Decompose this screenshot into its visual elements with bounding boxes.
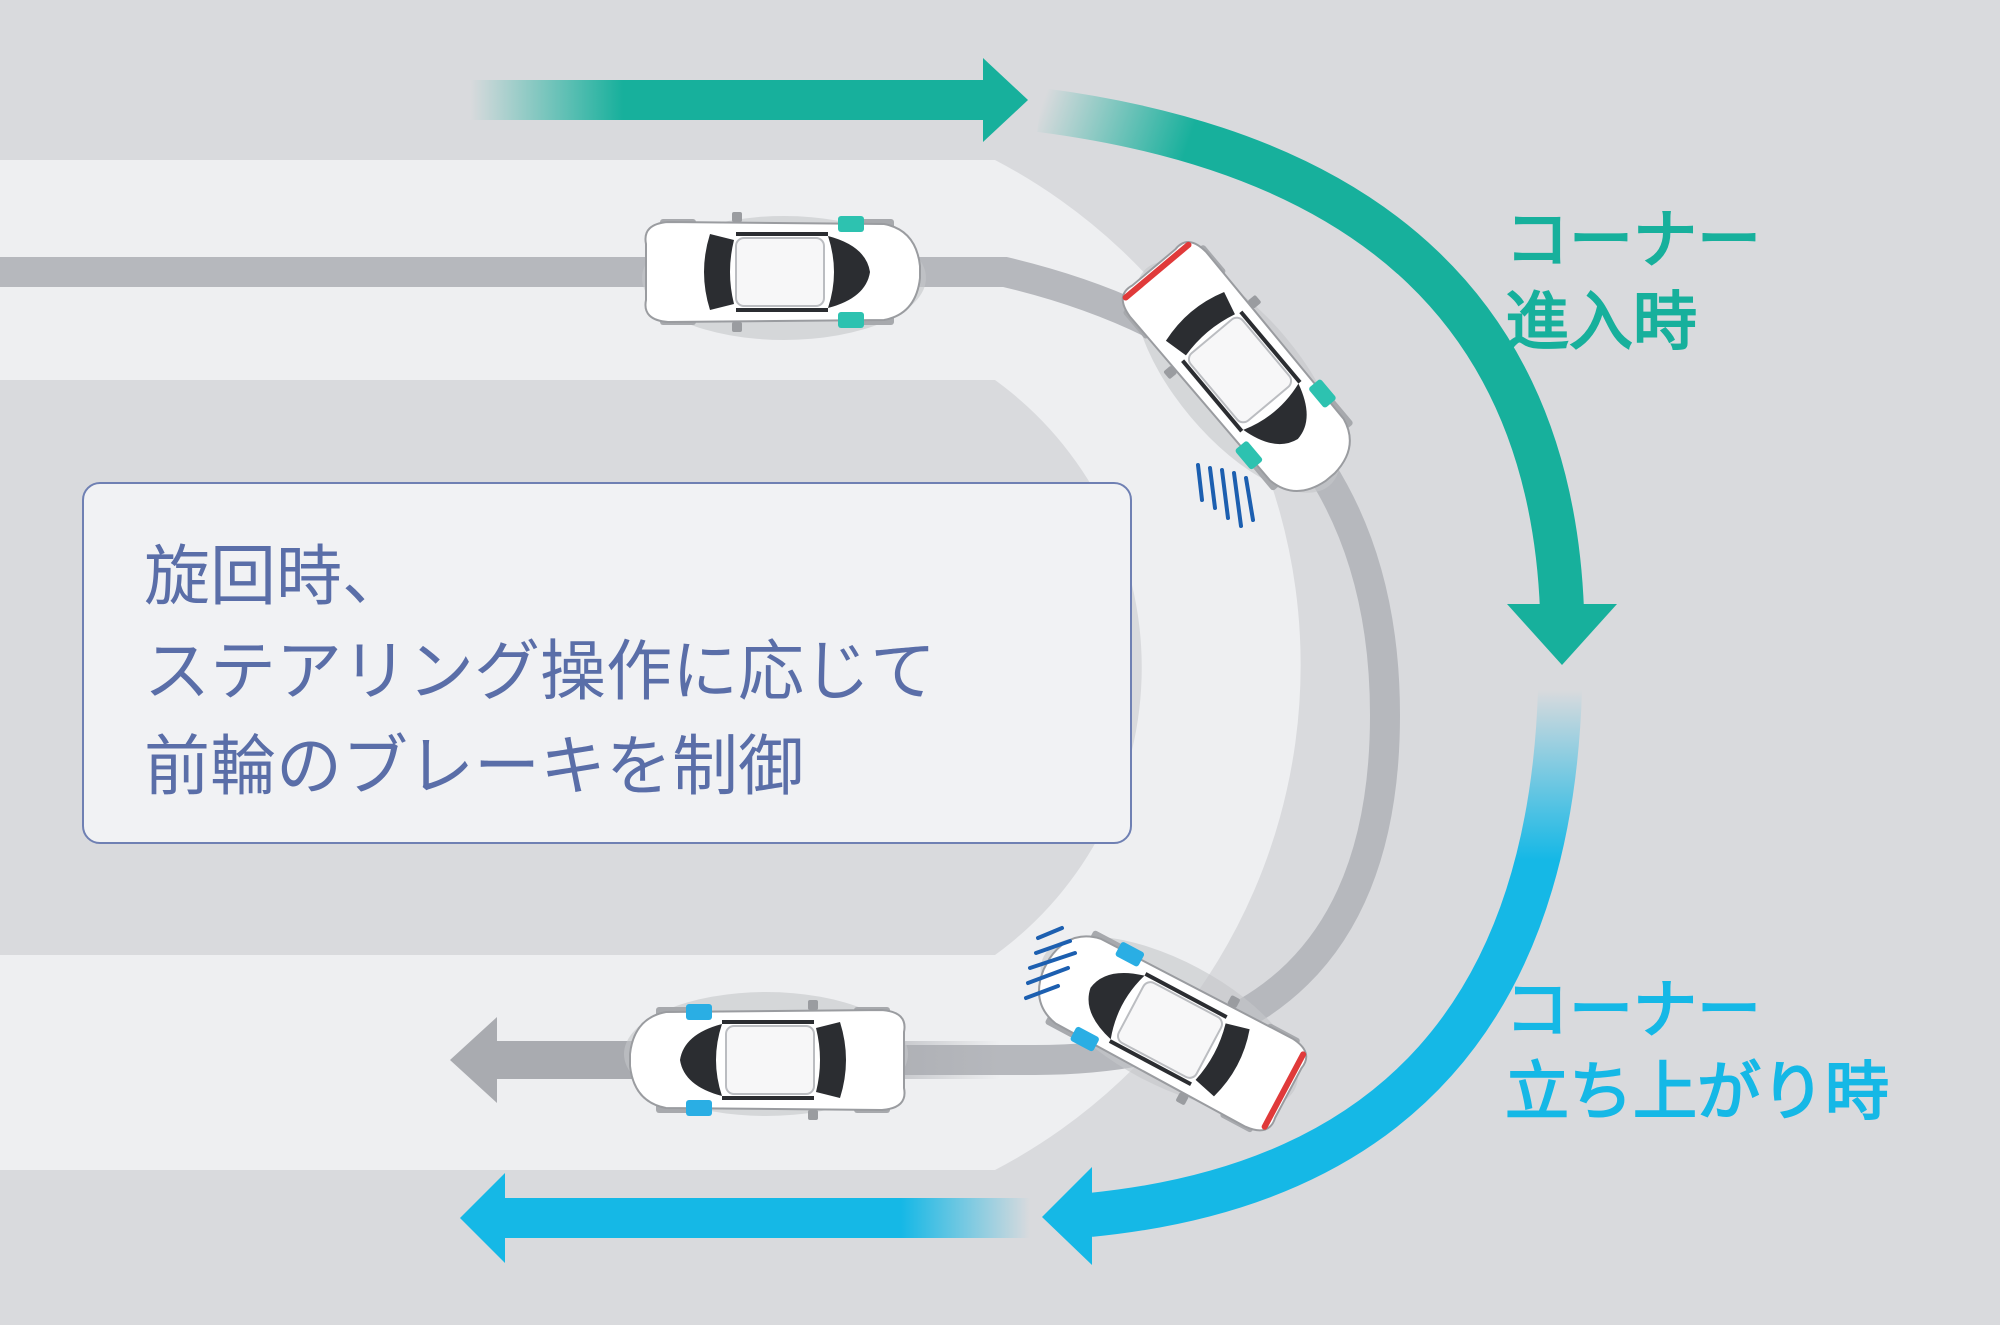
brake-effect-lines-exit bbox=[1024, 926, 1077, 1000]
corner-exit-label-line1: コーナー bbox=[1505, 974, 1761, 1048]
exit-path-arrowhead bbox=[450, 1017, 497, 1103]
callout-line-2: ステアリング操作に応じて bbox=[144, 633, 936, 710]
corner-entry-label-line1: コーナー bbox=[1505, 204, 1761, 278]
corner-exit-label-line2: 立ち上がり時 bbox=[1505, 1056, 1889, 1130]
brake-effect-lines-entry bbox=[1196, 463, 1255, 528]
entry-straight-arrow bbox=[470, 80, 985, 120]
exit-straight-arrowhead bbox=[460, 1173, 505, 1263]
corner-entry-label-line2: 進入時 bbox=[1505, 286, 1697, 360]
exit-corner-arrow bbox=[1087, 689, 1582, 1237]
car-corner-exit bbox=[1013, 901, 1324, 1147]
callout-line-1: 旋回時、 bbox=[144, 538, 408, 615]
corner-exit-label: コーナー 立ち上がり時 bbox=[1505, 970, 1889, 1134]
corner-entry-label: コーナー 進入時 bbox=[1505, 200, 1761, 364]
entry-corner-arrow bbox=[1037, 88, 1584, 611]
entry-straight-arrowhead bbox=[983, 58, 1028, 142]
car-corner-entry bbox=[1097, 223, 1382, 528]
exit-corner-arrowhead bbox=[1042, 1167, 1092, 1265]
car-exit-straight bbox=[622, 990, 910, 1122]
callout-box: 旋回時、 ステアリング操作に応じて 前輪のブレーキを制御 bbox=[82, 482, 1132, 844]
exit-straight-arrow bbox=[500, 1198, 1030, 1238]
car-entry-straight bbox=[640, 210, 928, 342]
callout-line-3: 前輪のブレーキを制御 bbox=[144, 728, 804, 805]
entry-corner-arrowhead bbox=[1507, 604, 1617, 665]
